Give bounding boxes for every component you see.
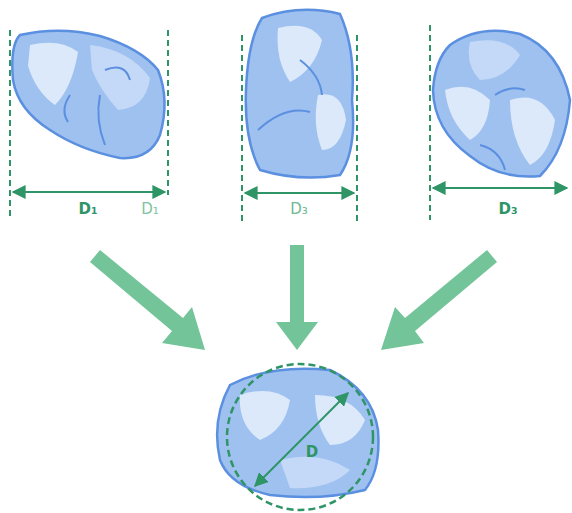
dimension-arrow xyxy=(13,191,165,193)
dimension-line xyxy=(167,30,169,195)
dimension-label: D₁ xyxy=(141,200,159,218)
dimension-label: D₁ xyxy=(78,200,97,218)
flow-arrow xyxy=(90,245,497,350)
equivalent-circle xyxy=(227,364,373,510)
dimension-label: D xyxy=(306,443,318,461)
particle xyxy=(12,31,164,158)
particle xyxy=(217,369,378,497)
dimension-arrow xyxy=(245,192,354,194)
dimension-line xyxy=(241,35,243,225)
diameter-arrow xyxy=(255,393,348,486)
particle xyxy=(433,31,570,177)
dimension-line xyxy=(9,30,11,220)
particle xyxy=(246,10,353,178)
dimension-line xyxy=(356,35,358,225)
dimension-arrow xyxy=(433,187,567,189)
dimension-line xyxy=(429,25,431,220)
dimension-label: D₃ xyxy=(290,200,308,218)
dimension-label: D₃ xyxy=(498,200,517,218)
